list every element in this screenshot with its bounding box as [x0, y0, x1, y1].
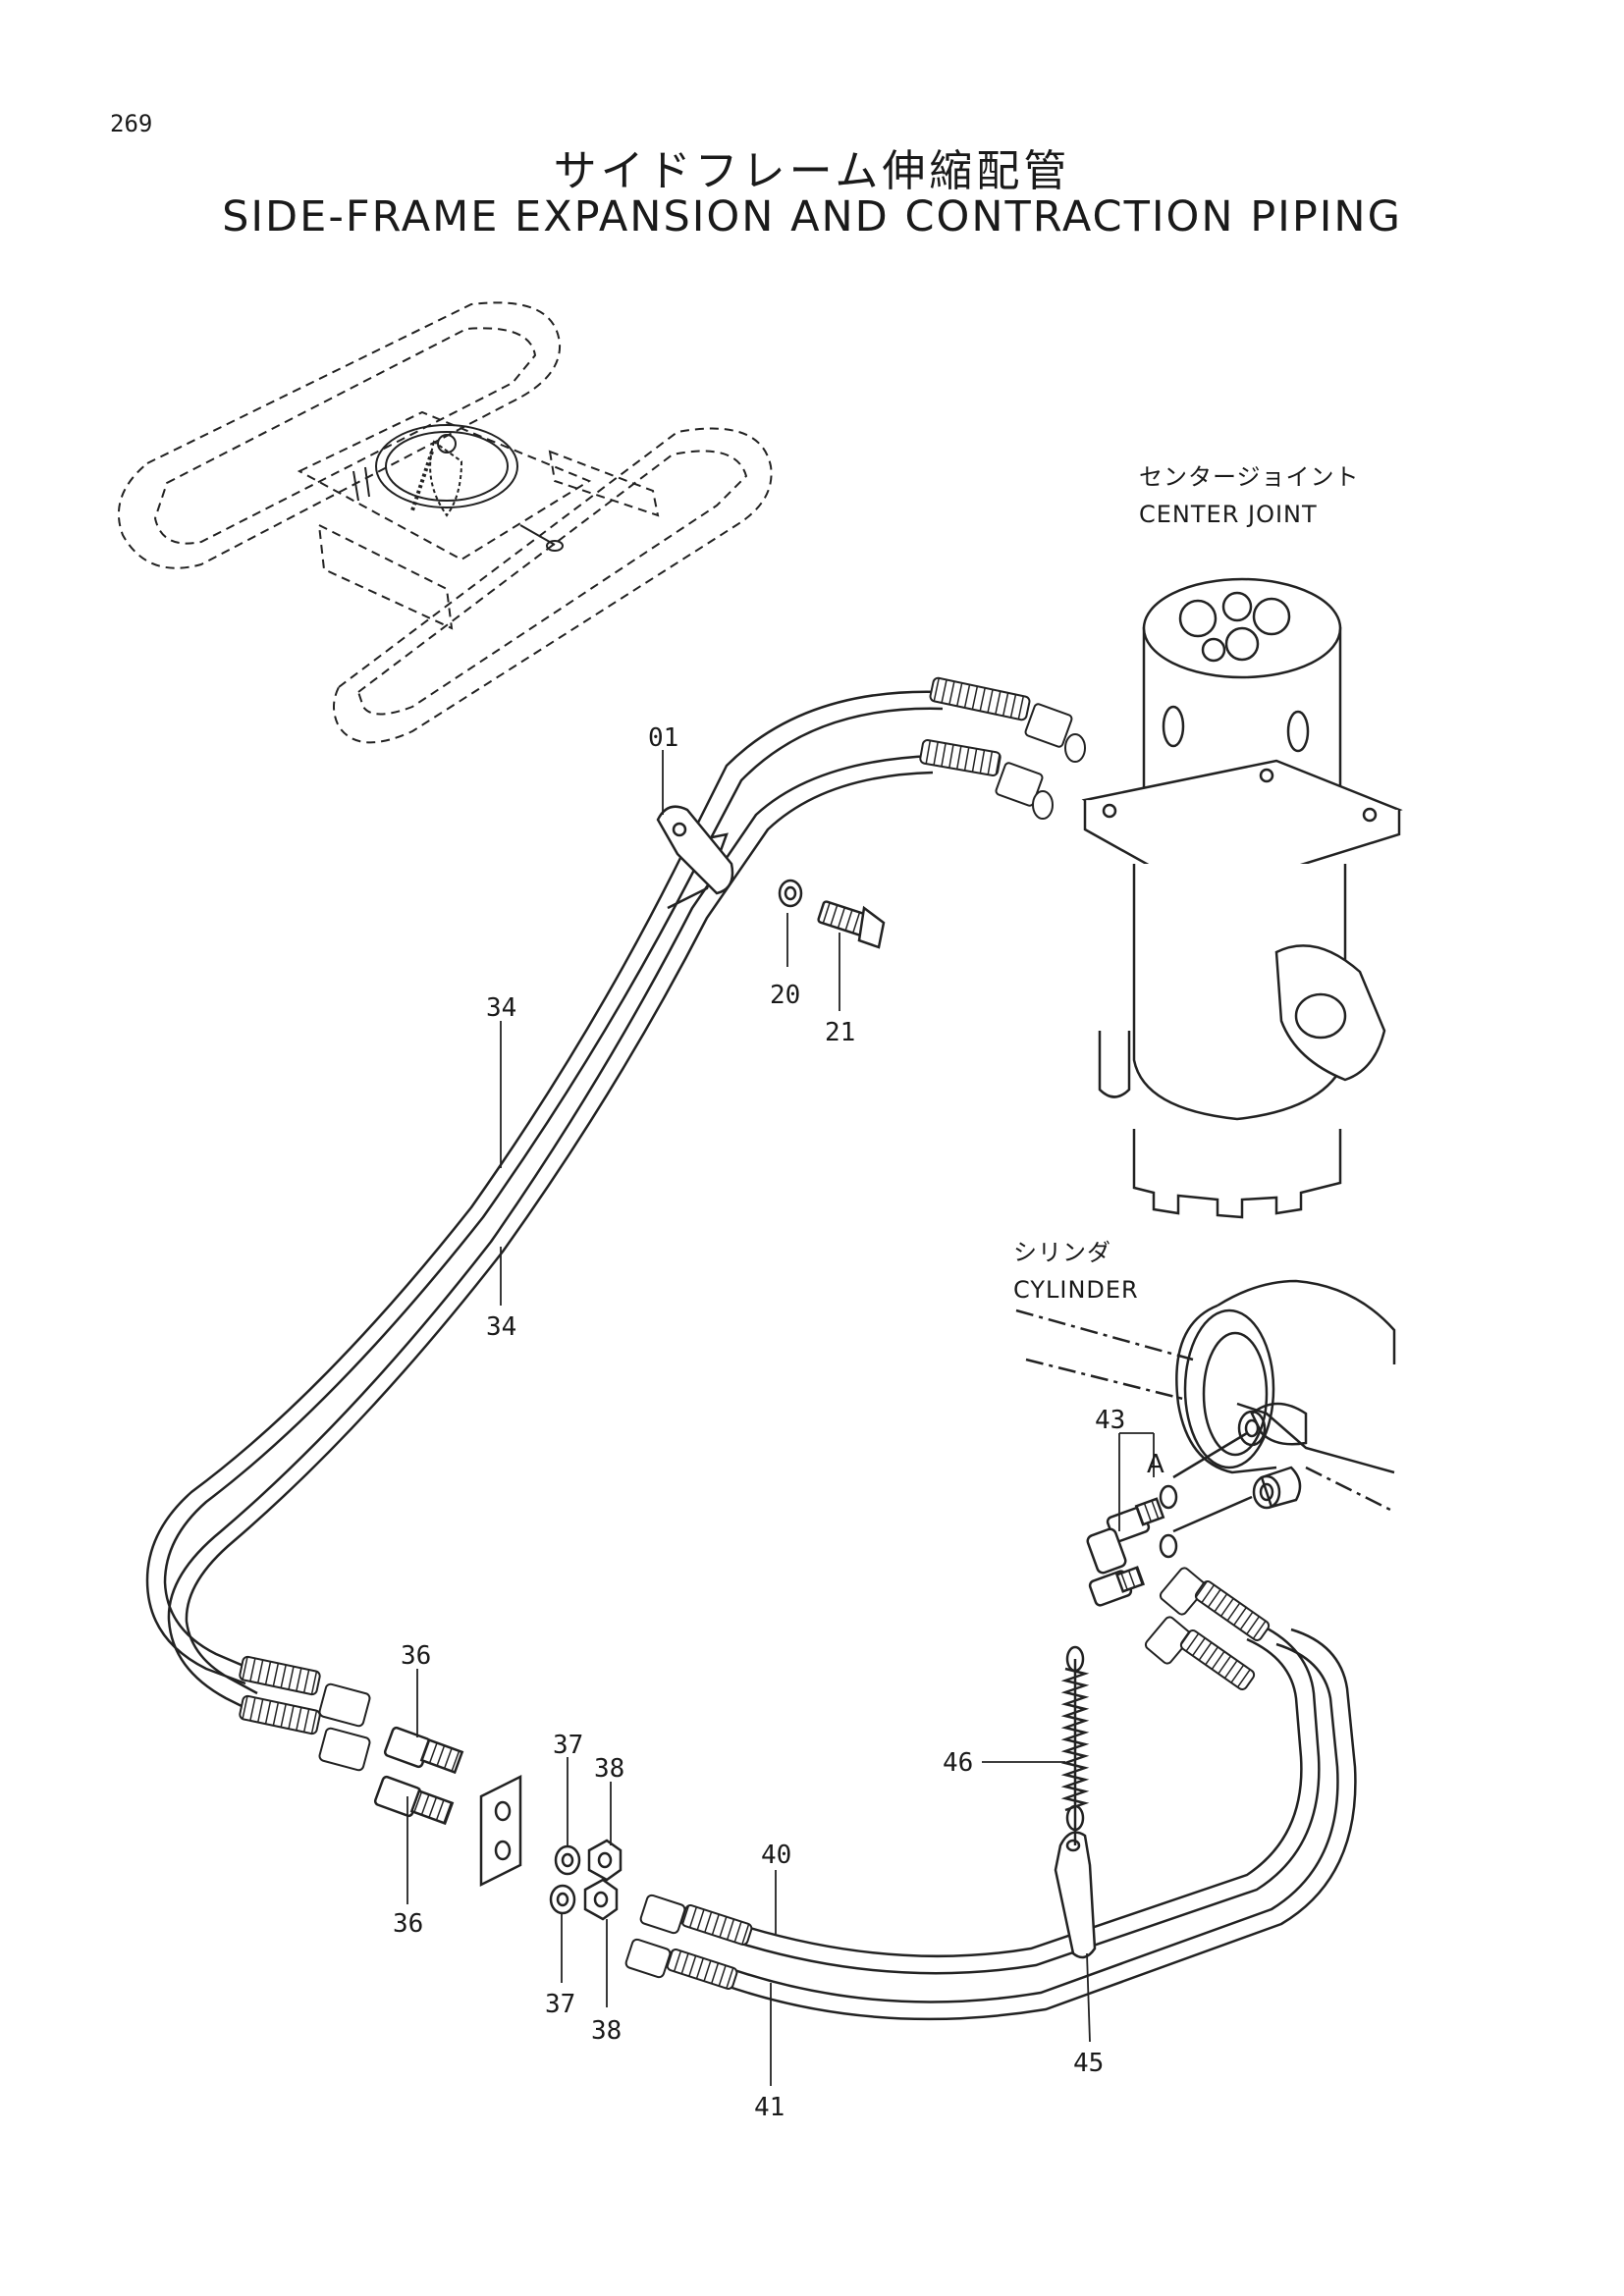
- page-title: SIDE-FRAME EXPANSION AND CONTRACTION PIP…: [222, 192, 1402, 241]
- callout-20: 20: [770, 981, 800, 1010]
- lower-hoses: [696, 1624, 1357, 2021]
- clamp-and-spring: [1054, 1645, 1097, 1959]
- callout-01: 01: [648, 723, 678, 753]
- callout-41: 41: [754, 2093, 785, 2122]
- detail-a-label: A: [1147, 1450, 1164, 1479]
- center-swivel-overview: [352, 424, 564, 552]
- cylinder-label: CYLINDER: [1013, 1276, 1139, 1304]
- cylinder: [1015, 1279, 1396, 1559]
- callout-21: 21: [825, 1018, 855, 1047]
- callout-43: 43: [1095, 1406, 1125, 1435]
- adapters-plate-nuts: [373, 1726, 623, 1921]
- callout-38-upper: 38: [594, 1754, 624, 1784]
- page-number: 269: [110, 110, 153, 137]
- center-joint-label: CENTER JOINT: [1139, 501, 1318, 528]
- lower-hose-ferrules: [624, 1567, 1271, 1990]
- callout-37-lower: 37: [545, 1990, 575, 2019]
- cylinder-label-jp: シリンダ: [1013, 1239, 1111, 1266]
- elbow-fittings: [1086, 1497, 1165, 1607]
- center-joint-body: [1081, 577, 1403, 1219]
- callout-38-lower: 38: [591, 2016, 622, 2046]
- undercarriage-overview: [117, 301, 773, 744]
- callout-36-lower: 36: [393, 1909, 423, 1939]
- upper-hoses: [145, 690, 944, 1715]
- clamp-and-bolt: [656, 805, 886, 949]
- callout-34-lower: 34: [486, 1312, 516, 1342]
- page-title-japanese: サイドフレーム伸縮配管: [553, 146, 1071, 196]
- callout-34-upper: 34: [486, 993, 516, 1023]
- callout-40: 40: [761, 1841, 791, 1870]
- callout-37-upper: 37: [553, 1731, 583, 1760]
- callout-46: 46: [943, 1748, 973, 1778]
- center-joint-label-jp: センタージョイント: [1139, 463, 1360, 491]
- leader-lines: [406, 750, 1155, 2086]
- upper-hose-ferrules: [239, 676, 1086, 1772]
- callout-labels: 01 20 21 34 34 36 36 37 37 38 38 40 41 4…: [393, 723, 1164, 2122]
- callout-36-upper: 36: [401, 1641, 431, 1671]
- callout-45: 45: [1073, 2049, 1104, 2078]
